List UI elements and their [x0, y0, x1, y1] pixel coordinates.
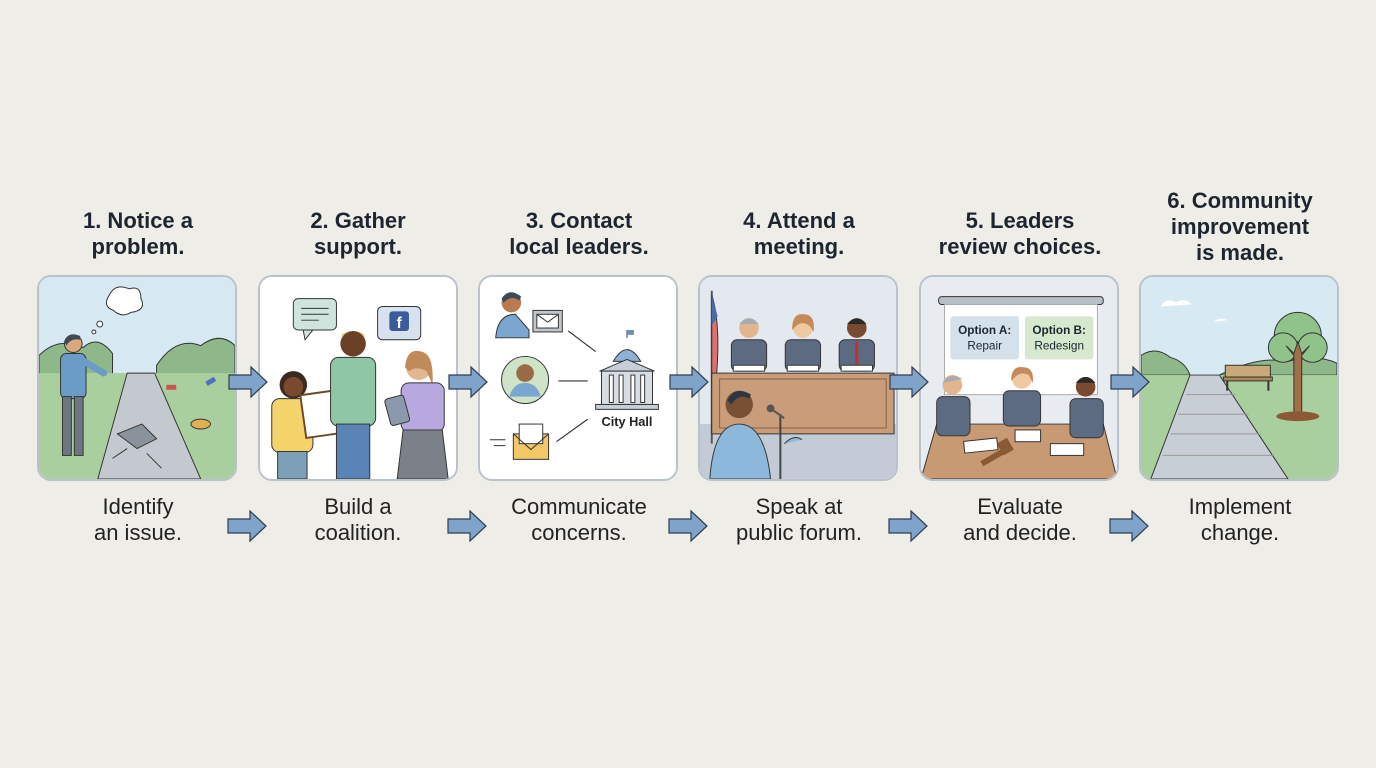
- step-3-caption: Communicate concerns.: [511, 494, 647, 545]
- step-1-title: 1. Notice a problem.: [82, 208, 194, 259]
- step-6-caption: Implement change.: [1188, 494, 1292, 545]
- right-arrow-icon: [668, 509, 708, 543]
- right-arrow-icon: [1110, 365, 1150, 399]
- option-a-heading: Option A:: [958, 324, 1011, 337]
- step-5-illustration: Option A: Repair Option B: Redesign: [919, 275, 1119, 481]
- step-1-illustration: [37, 275, 237, 481]
- step-2-illustration: f: [258, 275, 458, 481]
- improved-park-path-icon: [1141, 277, 1337, 479]
- step-5-caption: Evaluate and decide.: [963, 494, 1077, 545]
- flow-arrow-5-6: [1109, 365, 1151, 399]
- flow-arrow-1-2: [227, 365, 269, 399]
- step-1-caption: Identify an issue.: [93, 494, 183, 545]
- person-with-broken-sidewalk-icon: [39, 277, 235, 479]
- right-arrow-icon: [228, 365, 268, 399]
- group-with-petition-icon: f: [260, 277, 456, 479]
- flow-arrow-4-5: [888, 365, 930, 399]
- step-4-title: 4. Attend a meeting.: [743, 208, 855, 259]
- right-arrow-icon: [227, 509, 267, 543]
- step-6-illustration: [1139, 275, 1339, 481]
- right-arrow-icon: [889, 365, 929, 399]
- option-b-heading: Option B:: [1032, 324, 1086, 337]
- right-arrow-icon: [448, 365, 488, 399]
- flow-arrow-3-4: [668, 365, 710, 399]
- right-arrow-icon: [669, 365, 709, 399]
- option-a-text: Repair: [967, 340, 1002, 353]
- right-arrow-icon: [447, 509, 487, 543]
- flow-arrow-2-3: [447, 365, 489, 399]
- step-4-illustration: [698, 275, 898, 481]
- council-meeting-icon: [700, 277, 896, 479]
- step-3-illustration: City Hall: [478, 275, 678, 481]
- caption-arrow-1-2: [226, 509, 268, 543]
- caption-arrow-3-4: [667, 509, 709, 543]
- step-4-caption: Speak at public forum.: [736, 494, 862, 545]
- step-2-title: 2. Gather support.: [310, 208, 406, 259]
- step-5-title: 5. Leaders review choices.: [938, 208, 1102, 259]
- step-6-title: 6. Community improvement is made.: [1167, 188, 1313, 265]
- right-arrow-icon: [888, 509, 928, 543]
- caption-arrow-2-3: [446, 509, 488, 543]
- caption-arrow-4-5: [887, 509, 929, 543]
- city-hall-contact-icon: City Hall: [480, 277, 676, 479]
- leaders-reviewing-options-icon: Option A: Repair Option B: Redesign: [921, 277, 1117, 479]
- svg-text:f: f: [397, 315, 403, 332]
- right-arrow-icon: [1109, 509, 1149, 543]
- step-2-caption: Build a coalition.: [314, 494, 402, 545]
- city-hall-label: City Hall: [602, 414, 653, 429]
- caption-arrow-5-6: [1108, 509, 1150, 543]
- step-3-title: 3. Contact local leaders.: [509, 208, 649, 259]
- option-b-text: Redesign: [1034, 340, 1084, 353]
